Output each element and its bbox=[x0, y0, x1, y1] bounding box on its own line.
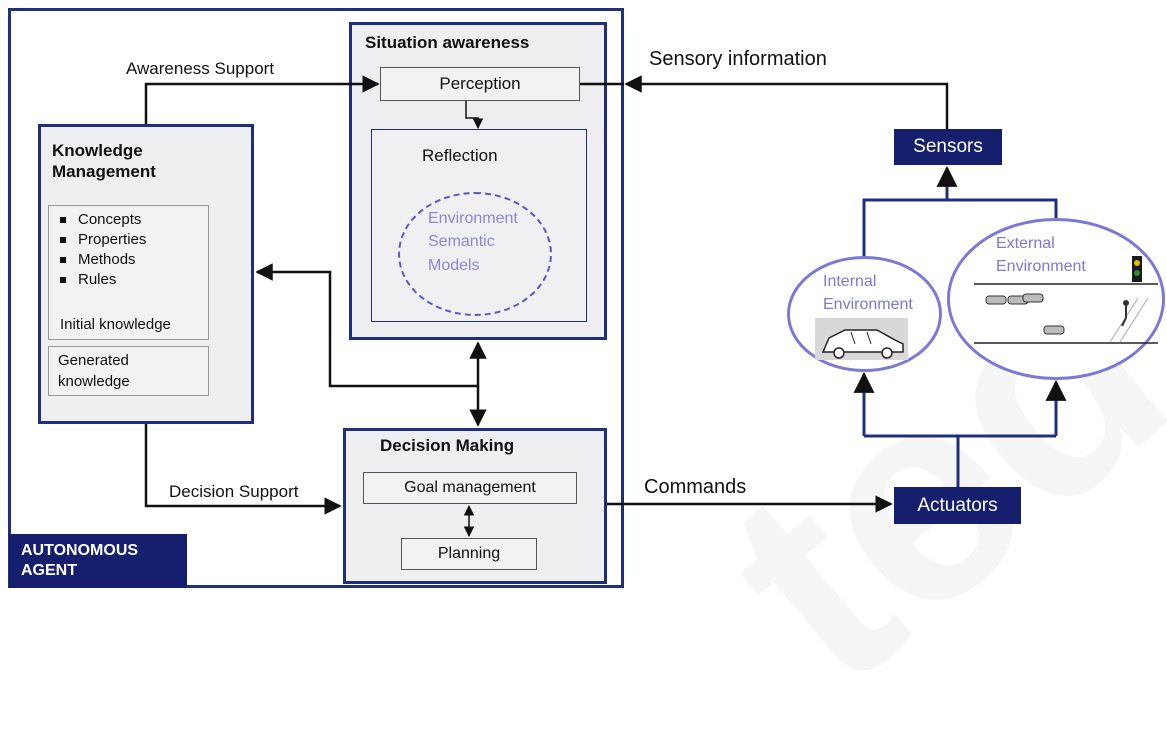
internal-line2: Environment bbox=[823, 296, 913, 313]
reflection-label: Reflection bbox=[422, 146, 498, 165]
initial-knowledge-box bbox=[48, 205, 209, 340]
km-item: Rules bbox=[52, 270, 146, 290]
sensory-information-label: Sensory information bbox=[649, 48, 827, 70]
models-line2: Semantic bbox=[428, 233, 495, 250]
km-item: Properties bbox=[52, 230, 146, 250]
pedestrian-icon bbox=[1121, 300, 1129, 327]
planning-label: Planning bbox=[437, 545, 501, 562]
external-line2: Environment bbox=[996, 258, 1086, 275]
goal-management-label: Goal management bbox=[404, 479, 536, 496]
generated-knowledge-box bbox=[48, 346, 209, 396]
autonomous-agent-label: AUTONOMOUS AGENT bbox=[9, 534, 187, 588]
sensors-box: Sensors bbox=[894, 129, 1002, 165]
internal-line1: Internal bbox=[823, 273, 877, 290]
traffic-light-icon bbox=[1132, 256, 1142, 282]
agent-label-line1: AUTONOMOUS bbox=[21, 542, 139, 559]
sensors-label: Sensors bbox=[913, 136, 983, 157]
km-item: Methods bbox=[52, 250, 146, 270]
situation-awareness-title: Situation awareness bbox=[365, 33, 530, 52]
connector-lines bbox=[144, 75, 1067, 538]
km-title-line2: Management bbox=[52, 162, 156, 181]
km-item: Concepts bbox=[52, 210, 146, 230]
initial-knowledge-label: Initial knowledge bbox=[60, 316, 171, 333]
km-item-list: Concepts Properties Methods Rules bbox=[52, 210, 146, 290]
km-title-line1: Knowledge bbox=[52, 141, 143, 160]
traffic-scene bbox=[974, 256, 1158, 344]
awareness-support-label: Awareness Support bbox=[126, 59, 275, 78]
planning-box: Planning bbox=[401, 538, 537, 570]
decision-support-label: Decision Support bbox=[169, 482, 299, 501]
models-line1: Environment bbox=[428, 210, 518, 227]
actuators-box: Actuators bbox=[894, 487, 1021, 524]
decision-making-title: Decision Making bbox=[380, 436, 515, 455]
generated-line1: Generated bbox=[58, 352, 129, 369]
car-interior-image bbox=[815, 318, 908, 360]
goal-management-box: Goal management bbox=[363, 472, 577, 504]
external-line1: External bbox=[996, 235, 1055, 252]
vehicle-icon bbox=[985, 293, 1065, 335]
perception-box: Perception bbox=[380, 67, 580, 101]
car-icon bbox=[821, 329, 904, 359]
external-environment-ellipse bbox=[947, 218, 1165, 380]
generated-line2: knowledge bbox=[58, 373, 130, 390]
agent-label-line2: AGENT bbox=[21, 562, 77, 579]
commands-label: Commands bbox=[644, 476, 747, 498]
perception-label: Perception bbox=[439, 74, 521, 93]
actuators-label: Actuators bbox=[917, 494, 998, 516]
